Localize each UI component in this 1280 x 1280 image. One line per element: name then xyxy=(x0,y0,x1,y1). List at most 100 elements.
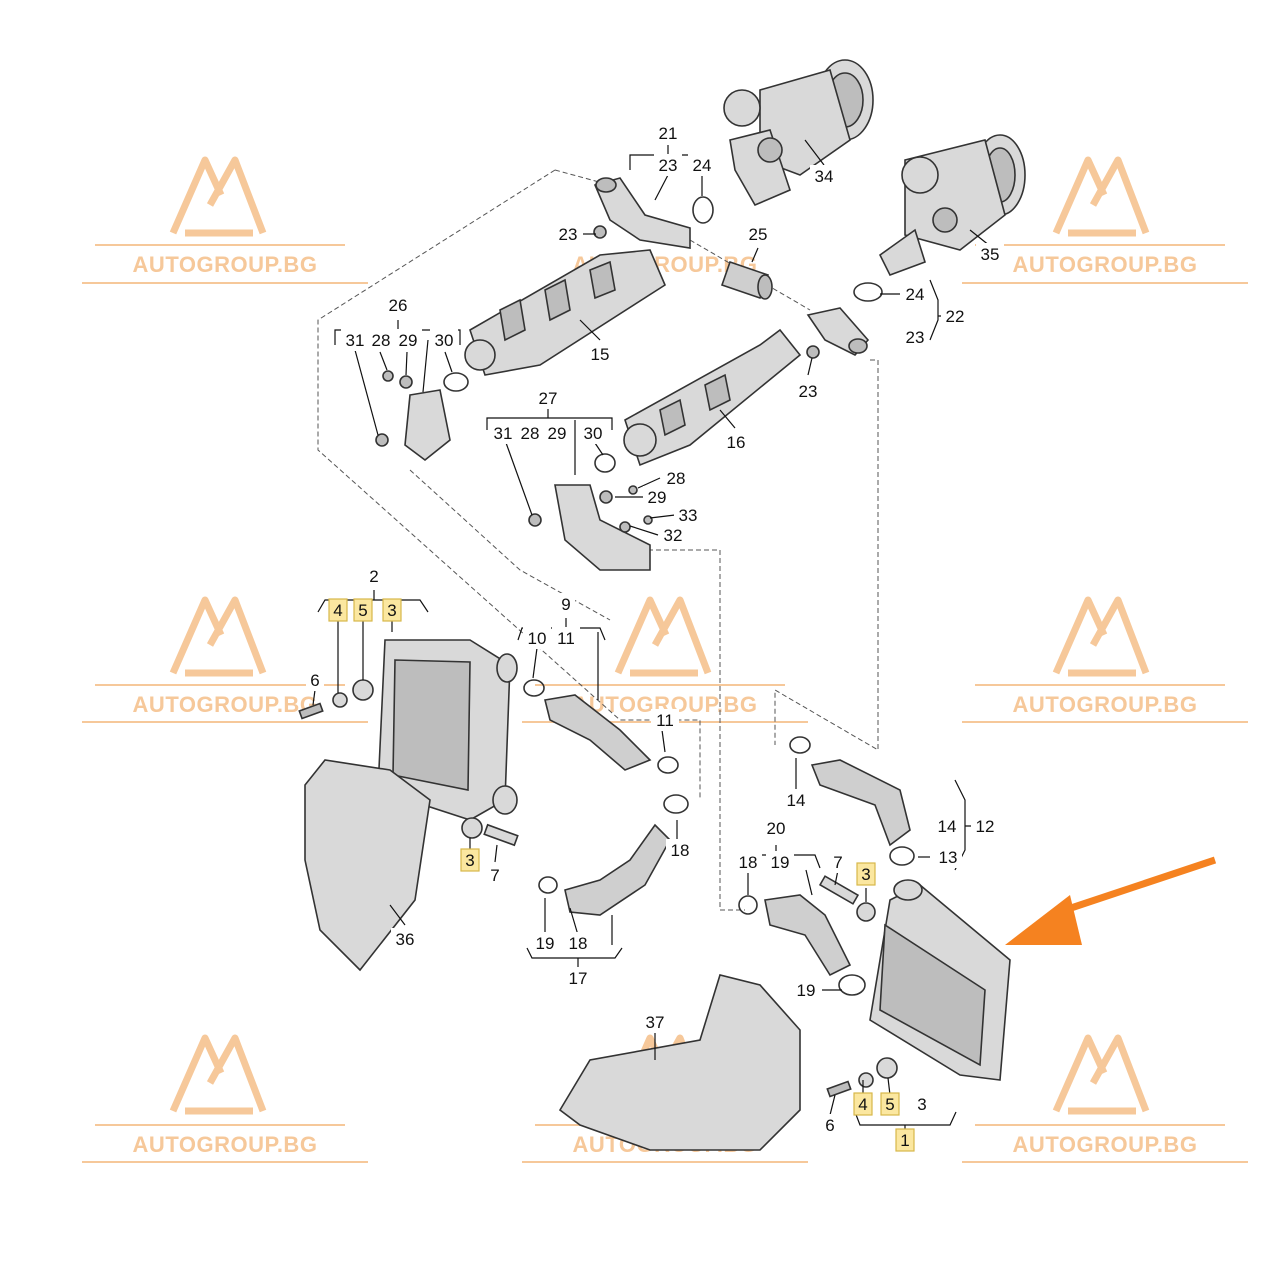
callout-3b: 3 xyxy=(460,848,480,872)
callout-box xyxy=(895,1128,915,1152)
callout-number: 15 xyxy=(591,345,610,364)
callout-number: 6 xyxy=(825,1116,834,1135)
callout-33: 33 xyxy=(674,504,702,526)
watermark-text: AUTOGROUP.BG xyxy=(133,1132,318,1157)
callout-box xyxy=(794,380,822,402)
callout-30b: 30 xyxy=(579,422,607,444)
callout-box xyxy=(486,864,504,886)
callout-box xyxy=(734,851,762,873)
callout-29b: 29 xyxy=(543,422,571,444)
watermark-logo xyxy=(1052,1034,1150,1115)
callout-box xyxy=(394,329,422,351)
callout-number: 36 xyxy=(396,930,415,949)
callout-box xyxy=(762,817,790,839)
callout-9: 9 xyxy=(557,593,575,615)
callout-box xyxy=(913,1093,931,1115)
callout-box xyxy=(829,851,847,873)
callout-box xyxy=(901,326,929,348)
callout-36: 36 xyxy=(391,928,419,950)
callout-number: 34 xyxy=(815,167,834,186)
callout-5b: 5 xyxy=(880,1092,900,1116)
callout-number: 18 xyxy=(671,841,690,860)
callout-11b: 11 xyxy=(651,709,679,731)
watermark-text: AUTOGROUP.BG xyxy=(1013,692,1198,717)
callout-number: 7 xyxy=(833,853,842,872)
watermark-logo xyxy=(614,596,712,677)
callout-34: 34 xyxy=(810,165,838,187)
callout-number: 9 xyxy=(561,595,570,614)
callout-29a: 29 xyxy=(394,329,422,351)
callout-number: 30 xyxy=(435,331,454,350)
callout-box xyxy=(782,789,810,811)
watermark-text: AUTOGROUP.BG xyxy=(133,252,318,277)
callout-number: 14 xyxy=(938,817,957,836)
callout-number: 4 xyxy=(858,1095,867,1114)
callout-box xyxy=(674,504,702,526)
callout-13: 13 xyxy=(934,846,962,868)
o-ring-24-right xyxy=(853,282,883,302)
o-ring-24 xyxy=(692,196,714,224)
callout-4b: 4 xyxy=(853,1092,873,1116)
callout-box xyxy=(659,524,687,546)
callout-24b: 24 xyxy=(901,283,929,305)
callout-number: 32 xyxy=(664,526,683,545)
callout-box xyxy=(941,305,969,327)
callout-box xyxy=(651,709,679,731)
callout-box xyxy=(353,598,373,622)
elbow-27 xyxy=(554,453,651,571)
callout-6a: 6 xyxy=(306,669,324,691)
callout-number: 26 xyxy=(389,296,408,315)
callout-23d: 23 xyxy=(794,380,822,402)
callout-box xyxy=(666,839,694,861)
callout-37: 37 xyxy=(641,1011,669,1033)
callout-28c: 28 xyxy=(662,467,690,489)
callout-number: 29 xyxy=(648,488,667,507)
callout-19a: 19 xyxy=(531,932,559,954)
callout-number: 31 xyxy=(494,424,513,443)
callout-number: 12 xyxy=(976,817,995,836)
callout-box xyxy=(792,979,820,1001)
callout-number: 18 xyxy=(569,934,588,953)
fasteners-lower xyxy=(298,679,898,1098)
callout-box xyxy=(654,122,682,144)
callout-number: 18 xyxy=(739,853,758,872)
callout-box xyxy=(643,486,671,508)
hoses-right xyxy=(738,736,915,996)
callout-box xyxy=(586,343,614,365)
intake-manifold-16 xyxy=(623,328,802,467)
callout-box xyxy=(341,329,369,351)
callout-15: 15 xyxy=(586,343,614,365)
callout-box xyxy=(430,329,458,351)
callout-number: 27 xyxy=(539,389,558,408)
callout-number: 3 xyxy=(465,851,474,870)
air-guide-37 xyxy=(558,974,801,1151)
callout-17: 17 xyxy=(564,967,592,989)
callout-number: 3 xyxy=(917,1095,926,1114)
callout-number: 30 xyxy=(584,424,603,443)
callout-number: 28 xyxy=(667,469,686,488)
callout-number: 16 xyxy=(727,433,746,452)
callout-number: 11 xyxy=(557,629,575,648)
callout-box xyxy=(662,467,690,489)
callout-number: 13 xyxy=(939,848,958,867)
callout-box xyxy=(722,431,750,453)
callout-box xyxy=(810,165,838,187)
callout-number: 20 xyxy=(767,819,786,838)
callout-23a: 23 xyxy=(654,154,682,176)
callout-box xyxy=(516,422,544,444)
callout-2: 2 xyxy=(365,565,383,587)
watermark-text: AUTOGROUP.BG xyxy=(1013,252,1198,277)
callout-number: 17 xyxy=(569,969,588,988)
callout-box xyxy=(543,422,571,444)
callout-number: 5 xyxy=(358,601,367,620)
watermark-text: AUTOGROUP.BG xyxy=(133,692,318,717)
elbow-26 xyxy=(404,372,469,462)
callout-box xyxy=(382,598,402,622)
callout-26: 26 xyxy=(384,294,412,316)
watermark-logo xyxy=(169,156,267,237)
callout-number: 37 xyxy=(646,1013,665,1032)
callout-box xyxy=(460,848,480,872)
callout-number: 28 xyxy=(521,424,540,443)
